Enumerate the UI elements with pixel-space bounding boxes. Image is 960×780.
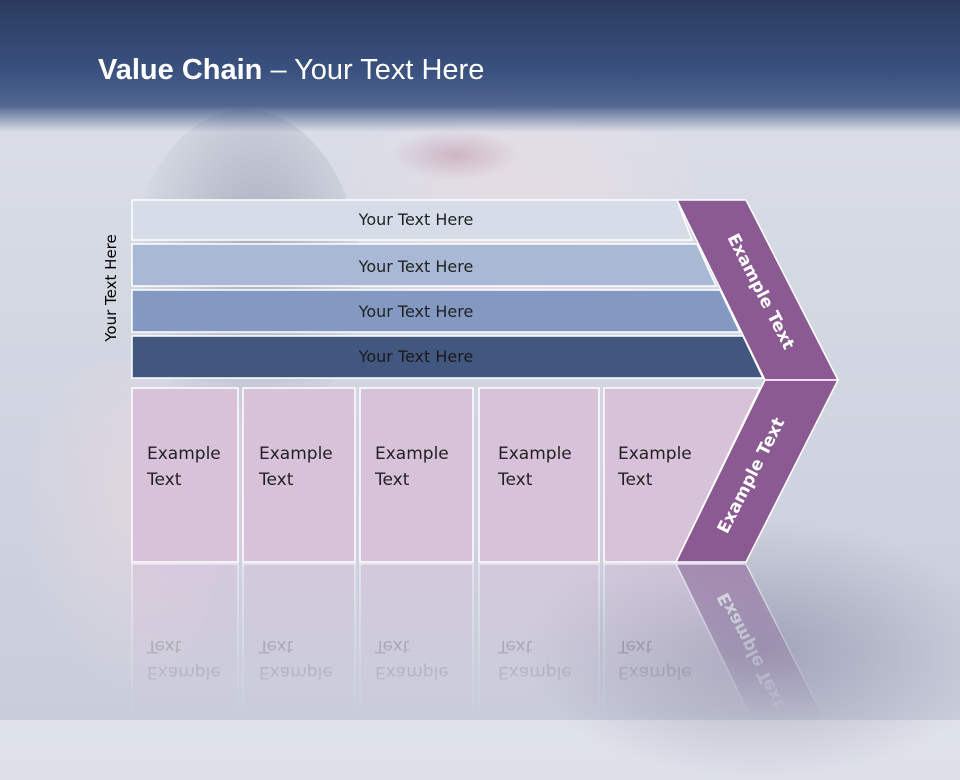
primary-box-4-line1: Example	[498, 444, 572, 464]
reflection-text-8: Text	[497, 636, 533, 656]
primary-box-2-line1: Example	[259, 444, 333, 464]
reflection-text-4: Text	[258, 636, 294, 656]
support-row-1-label: Your Text Here	[358, 210, 474, 229]
primary-box-2-shape	[242, 387, 356, 563]
primary-box-3-line2: Text	[374, 470, 410, 490]
title-bold: Value Chain	[98, 54, 263, 86]
primary-box-4: Example Text	[478, 387, 600, 563]
primary-box-4-shape	[478, 387, 600, 563]
primary-box-5-line2: Text	[617, 470, 653, 490]
support-row-3-label: Your Text Here	[358, 302, 474, 321]
primary-box-5-line1: Example	[618, 444, 692, 464]
reflection-text-9: Example	[618, 662, 692, 682]
support-row-2-label: Your Text Here	[358, 257, 474, 276]
primary-box-2-line2: Text	[258, 470, 294, 490]
support-row-4-shape	[131, 335, 765, 379]
primary-box-3-line1: Example	[375, 444, 449, 464]
support-row-4: Your Text Here	[131, 335, 765, 379]
value-chain-diagram: Your Text Here Your Text Here Your Text …	[102, 199, 840, 720]
background-lips	[390, 130, 520, 180]
support-row-2-shape	[131, 243, 718, 287]
primary-box-1: Example Text	[131, 387, 239, 563]
reflection-text-5: Example	[375, 662, 449, 682]
primary-box-3-shape	[359, 387, 474, 563]
support-row-4-label: Your Text Here	[358, 347, 474, 366]
reflection-text-6: Text	[374, 636, 410, 656]
primary-box-1-shape	[131, 387, 239, 563]
reflection-text-2: Text	[146, 636, 182, 656]
reflection-text-1: Example	[147, 662, 221, 682]
primary-box-3: Example Text	[359, 387, 474, 563]
reflection-text-3: Example	[259, 662, 333, 682]
page-title: Value Chain – Your Text Here	[98, 54, 484, 87]
support-row-3: Your Text Here	[131, 289, 742, 333]
support-row-3-shape	[131, 289, 742, 333]
primary-box-4-line2: Text	[497, 470, 533, 490]
support-row-1-shape	[131, 199, 694, 241]
reflection: Example Text Example Text Example Text E…	[131, 563, 826, 720]
header-bar	[0, 0, 960, 132]
support-row-2: Your Text Here	[131, 243, 718, 287]
support-row-1: Your Text Here	[131, 199, 694, 241]
margin-lower-band	[674, 379, 840, 563]
reflection-text-10: Text	[617, 636, 653, 656]
primary-box-2: Example Text	[242, 387, 356, 563]
side-label: Your Text Here	[102, 234, 120, 342]
title-rest: – Your Text Here	[262, 54, 485, 86]
reflection-text-7: Example	[498, 662, 572, 682]
primary-box-1-line2: Text	[146, 470, 182, 490]
primary-box-1-line1: Example	[147, 444, 221, 464]
